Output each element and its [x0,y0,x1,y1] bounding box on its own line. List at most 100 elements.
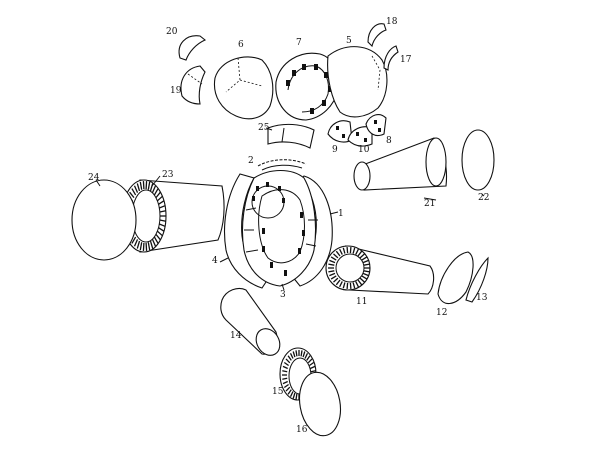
ring-tooth [129,191,135,199]
ring-tooth [131,188,137,196]
ring-tooth [349,282,352,289]
part-2 [257,159,307,171]
label-9: 9 [332,145,338,155]
ring-tooth [329,272,336,277]
ring-tooth [300,350,303,357]
label-14: 14 [230,331,242,341]
label-24: 24 [88,173,100,183]
part-8 [365,114,387,137]
ring-tooth [335,279,341,286]
part-11-teeth [328,247,370,289]
ring-tooth [330,275,337,280]
ring-tooth [342,247,346,254]
ring-tooth [133,185,139,193]
part-23 [121,179,225,253]
ring-tooth [136,183,141,192]
part-16 [298,371,342,437]
ring-tooth [333,277,339,283]
ring-tooth [361,256,368,261]
label-21: 21 [424,199,435,209]
part-11 [325,245,435,295]
ring-tooth [282,380,288,385]
ring-tooth [151,239,157,247]
ring-tooth [151,185,157,193]
ring-tooth [153,188,159,196]
ring-tooth [139,242,143,251]
part-13 [465,256,489,303]
ring-tooth [342,282,346,289]
ring-tooth [359,277,365,283]
ring-tooth [155,233,161,241]
ring-tooth [153,236,159,244]
ring-tooth [287,389,292,395]
part-14 [220,287,281,356]
ring-tooth [159,219,166,222]
ring-tooth [352,247,356,254]
ring-tooth [330,256,337,261]
ring-tooth [159,223,166,227]
ring-tooth [359,253,365,259]
ring-tooth [147,181,151,190]
ring-tooth [361,275,368,280]
ring-tooth [329,259,336,264]
ring-tooth [307,358,313,364]
leader-lines [95,127,485,291]
part-25 [267,123,315,149]
ring-tooth [328,270,335,273]
ring-tooth [289,391,294,397]
label-4: 4 [212,256,218,266]
label-23: 23 [162,170,174,180]
ring-tooth [285,358,291,364]
part-6 [213,56,274,120]
ring-tooth [282,370,288,373]
ring-tooth [283,361,289,367]
ring-tooth [159,210,166,213]
ring-tooth [355,248,359,255]
label-18: 18 [386,17,398,27]
ring-tooth [283,383,289,389]
ring-tooth [282,365,288,370]
ring-tooth [302,351,306,358]
ring-tooth [156,195,163,202]
label-15: 15 [272,387,284,397]
ring-tooth [363,270,370,273]
label-13: 13 [476,293,488,303]
ring-tooth [287,355,292,361]
ring-tooth [339,281,343,288]
ring-tooth [295,393,298,400]
label-17: 17 [400,55,412,65]
label-11: 11 [356,297,367,307]
part-24 [71,179,137,261]
ring-tooth [346,247,349,254]
ring-tooth [357,250,363,257]
part-19 [180,65,206,105]
label-1: 1 [338,209,344,219]
ring-tooth [289,353,294,359]
ring-tooth [352,282,356,289]
label-25: 25 [258,123,270,133]
ring-tooth [142,242,145,251]
part-1 [291,175,333,287]
part-21 [353,137,448,191]
ring-tooth [282,377,288,380]
ring-tooth [133,239,139,247]
ring-tooth [156,230,163,237]
part-18 [367,23,387,48]
part-3 [241,169,318,287]
ring-tooth [310,365,316,370]
part-22 [461,129,495,191]
ring-tooth [309,361,315,367]
label-8: 8 [386,136,392,146]
ring-tooth [149,183,154,192]
ring-tooth [158,200,165,205]
ring-tooth [357,279,363,286]
ring-tooth [292,351,296,358]
ring-tooth [145,181,148,190]
ring-tooth [292,392,296,399]
ring-tooth [310,370,316,373]
ring-tooth [306,355,311,361]
ring-tooth [136,240,141,249]
ring-tooth [335,250,341,257]
label-19: 19 [170,86,182,96]
